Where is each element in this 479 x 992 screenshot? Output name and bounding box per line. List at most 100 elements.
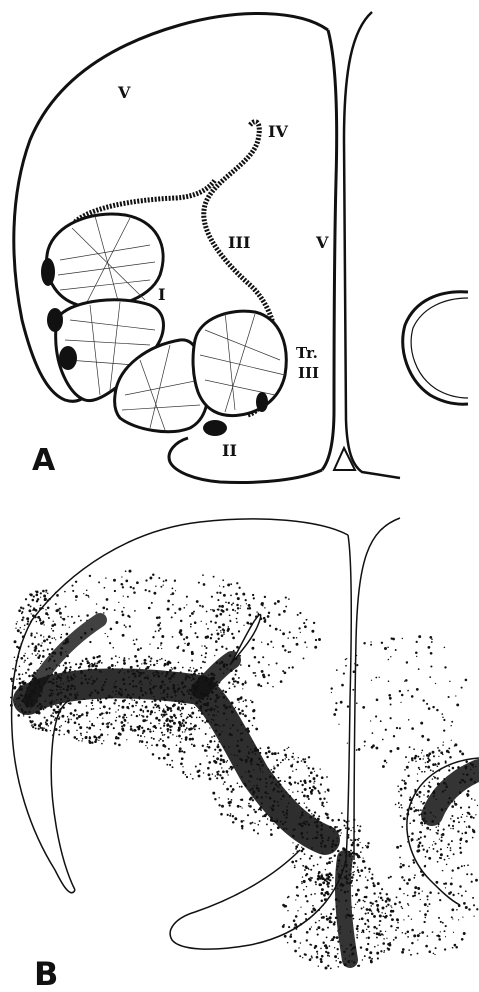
stipple-dot xyxy=(156,617,159,620)
stipple-dot xyxy=(58,709,59,710)
stipple-dot xyxy=(153,730,155,732)
stipple-dot xyxy=(382,907,385,910)
stipple-dot xyxy=(248,604,251,607)
stipple-dot xyxy=(390,905,391,906)
stipple-dot xyxy=(186,604,187,605)
stipple-dot xyxy=(176,646,179,649)
stipple-dot xyxy=(335,708,338,711)
stipple-dot xyxy=(311,910,314,913)
stipple-dot xyxy=(321,900,324,903)
stipple-dot xyxy=(356,702,358,704)
stipple-dot xyxy=(30,662,33,665)
stipple-dot xyxy=(328,861,331,864)
stipple-dot xyxy=(317,953,318,954)
stipple-dot xyxy=(327,878,329,880)
stipple-dot xyxy=(55,705,56,706)
stipple-dot xyxy=(217,752,218,753)
stipple-dot xyxy=(161,658,163,660)
stipple-dot xyxy=(359,875,361,877)
stipple-dot xyxy=(15,628,16,629)
stipple-dot xyxy=(308,878,310,880)
stipple-dot xyxy=(377,882,380,885)
stipple-dot xyxy=(315,884,317,886)
stipple-dot xyxy=(123,724,126,727)
stipple-dot xyxy=(293,940,296,943)
stipple-dot xyxy=(88,596,90,598)
stipple-dot xyxy=(423,848,425,850)
stipple-dot xyxy=(411,929,414,932)
stipple-dot xyxy=(450,850,452,852)
stipple-dot xyxy=(286,757,287,758)
stipple-dot xyxy=(62,624,64,626)
stipple-dot xyxy=(248,607,251,610)
stipple-dot xyxy=(290,765,293,768)
dark-blob-2 xyxy=(47,308,63,332)
stipple-dot xyxy=(160,642,162,644)
stipple-dot xyxy=(334,826,337,829)
stipple-dot xyxy=(36,621,38,623)
stipple-dot xyxy=(87,595,89,597)
stipple-dot xyxy=(213,735,215,737)
stipple-dot xyxy=(461,687,463,689)
stipple-dot xyxy=(369,931,371,933)
stipple-dot xyxy=(467,790,469,792)
stipple-dot xyxy=(427,766,430,769)
stipple-dot xyxy=(306,939,308,941)
stipple-dot xyxy=(440,751,443,754)
stipple-dot xyxy=(65,721,67,723)
stipple-dot xyxy=(403,919,404,920)
stipple-dot xyxy=(323,894,326,897)
stipple-dot xyxy=(136,665,138,667)
stipple-dot xyxy=(44,717,46,719)
stipple-dot xyxy=(254,823,255,824)
stipple-dot xyxy=(438,938,441,941)
stipple-dot xyxy=(417,809,419,811)
stipple-dot xyxy=(103,740,104,741)
stipple-dot xyxy=(78,723,80,725)
stipple-dot xyxy=(225,648,227,650)
stipple-dot xyxy=(25,672,27,674)
stipple-dot xyxy=(352,874,354,876)
stipple-dot xyxy=(169,716,170,717)
stipple-dot xyxy=(322,941,324,943)
stipple-dot xyxy=(201,655,203,657)
dark-blob-3 xyxy=(59,346,77,370)
stipple-dot xyxy=(59,612,62,615)
stipple-dot xyxy=(202,720,204,722)
stipple-dot xyxy=(427,790,430,793)
stipple-dot xyxy=(354,907,355,908)
stipple-dot xyxy=(14,656,16,658)
stipple-dot xyxy=(311,926,312,927)
stipple-dot xyxy=(361,907,363,909)
stipple-dot xyxy=(379,920,381,922)
stipple-dot xyxy=(243,820,244,821)
stipple-dot xyxy=(215,640,218,643)
stipple-dot xyxy=(272,771,275,774)
stipple-dot xyxy=(59,716,60,717)
stipple-dot xyxy=(237,681,240,684)
stipple-dot xyxy=(452,825,454,827)
stipple-dot xyxy=(97,717,98,718)
stipple-dot xyxy=(183,751,185,753)
stipple-dot xyxy=(245,599,247,601)
stipple-dot xyxy=(282,645,285,648)
stipple-dot xyxy=(36,590,39,593)
stipple-dot xyxy=(385,931,386,932)
dark-blob-5 xyxy=(256,392,268,412)
stipple-dot xyxy=(376,928,378,930)
stipple-dot xyxy=(439,838,440,839)
stipple-dot xyxy=(415,809,418,812)
stipple-dot xyxy=(69,669,71,671)
stipple-dot xyxy=(295,860,297,862)
stipple-dot xyxy=(379,915,382,918)
stipple-dot xyxy=(122,634,125,637)
stipple-dot xyxy=(17,629,20,632)
stipple-dot xyxy=(252,638,255,641)
stipple-dot xyxy=(46,719,49,722)
stipple-dot xyxy=(98,740,99,741)
stipple-dot xyxy=(248,803,250,805)
stipple-dot xyxy=(240,608,241,609)
stipple-dot xyxy=(318,920,319,921)
stipple-dot xyxy=(440,931,441,932)
stipple-dot xyxy=(458,919,459,920)
